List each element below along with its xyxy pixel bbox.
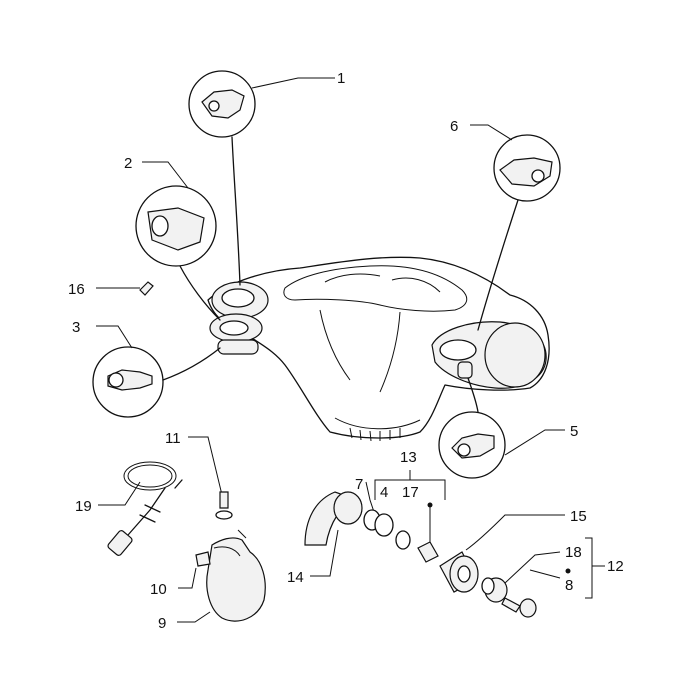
label-19: 19 <box>75 498 92 515</box>
callout-bubble-6 <box>477 134 561 331</box>
label-17: 17 <box>402 484 419 501</box>
label-16: 16 <box>68 281 85 298</box>
label-15: 15 <box>570 508 587 525</box>
bushing-15 <box>439 551 479 593</box>
callout-bubble-5 <box>438 377 506 479</box>
small-rings-4-7-17 <box>363 509 439 563</box>
callout-bubble-3 <box>92 346 221 418</box>
screw-11 <box>215 491 233 520</box>
label-5: 5 <box>570 423 578 440</box>
label-10: 10 <box>150 581 167 598</box>
callout-bubble-2 <box>135 185 221 321</box>
handlebar-cover <box>207 256 550 442</box>
label-7: 7 <box>355 476 363 493</box>
label-4: 4 <box>380 484 388 501</box>
label-9: 9 <box>158 615 166 632</box>
label-12: 12 <box>607 558 624 575</box>
horn-9 <box>195 529 266 622</box>
hose-14 <box>304 491 363 546</box>
label-11: 11 <box>165 430 181 447</box>
label-1: 1 <box>337 70 345 87</box>
spacer-18 <box>481 568 571 603</box>
label-13: 13 <box>400 449 417 466</box>
leader-lines <box>96 77 605 623</box>
callout-bubble-1 <box>188 70 256 286</box>
label-3: 3 <box>72 319 80 336</box>
label-18: 18 <box>565 544 582 561</box>
label-14: 14 <box>287 569 304 586</box>
part-labels: 1 2 3 4 5 6 7 8 9 10 11 12 13 14 15 16 1… <box>68 70 624 632</box>
label-8: 8 <box>565 577 573 594</box>
screw-16 <box>139 281 154 296</box>
label-2: 2 <box>124 155 132 172</box>
bolt-8 <box>501 597 537 618</box>
wire-harness-19 <box>107 461 183 556</box>
label-6: 6 <box>450 118 458 135</box>
